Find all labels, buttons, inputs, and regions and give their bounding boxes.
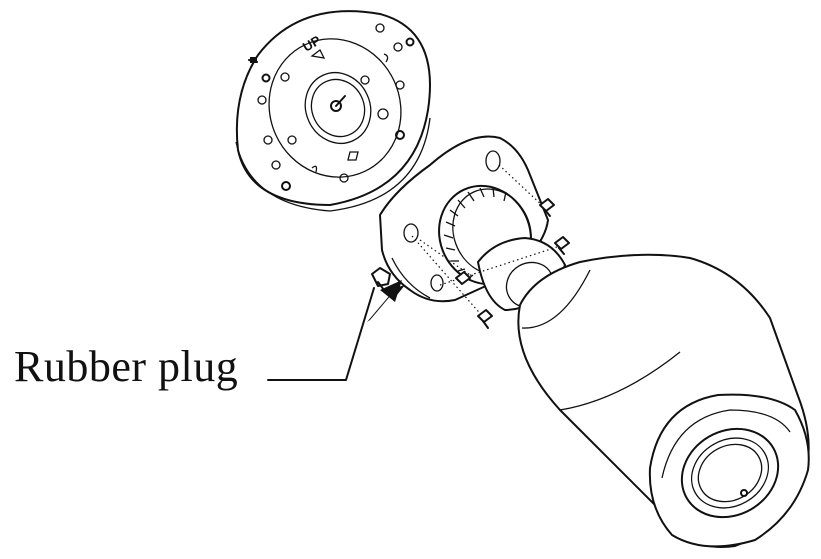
rubber-plug-label: Rubber plug — [14, 342, 239, 391]
screw-2 — [554, 236, 570, 255]
mounting-screws — [411, 164, 570, 329]
bullet-camera — [379, 135, 810, 548]
insertion-arrow — [367, 280, 405, 322]
screw-3 — [477, 309, 493, 329]
screw-4 — [455, 271, 471, 285]
mounting-base-plate: UP — [235, 10, 431, 212]
callout-leader-line — [267, 287, 375, 381]
screw-1 — [539, 198, 555, 217]
